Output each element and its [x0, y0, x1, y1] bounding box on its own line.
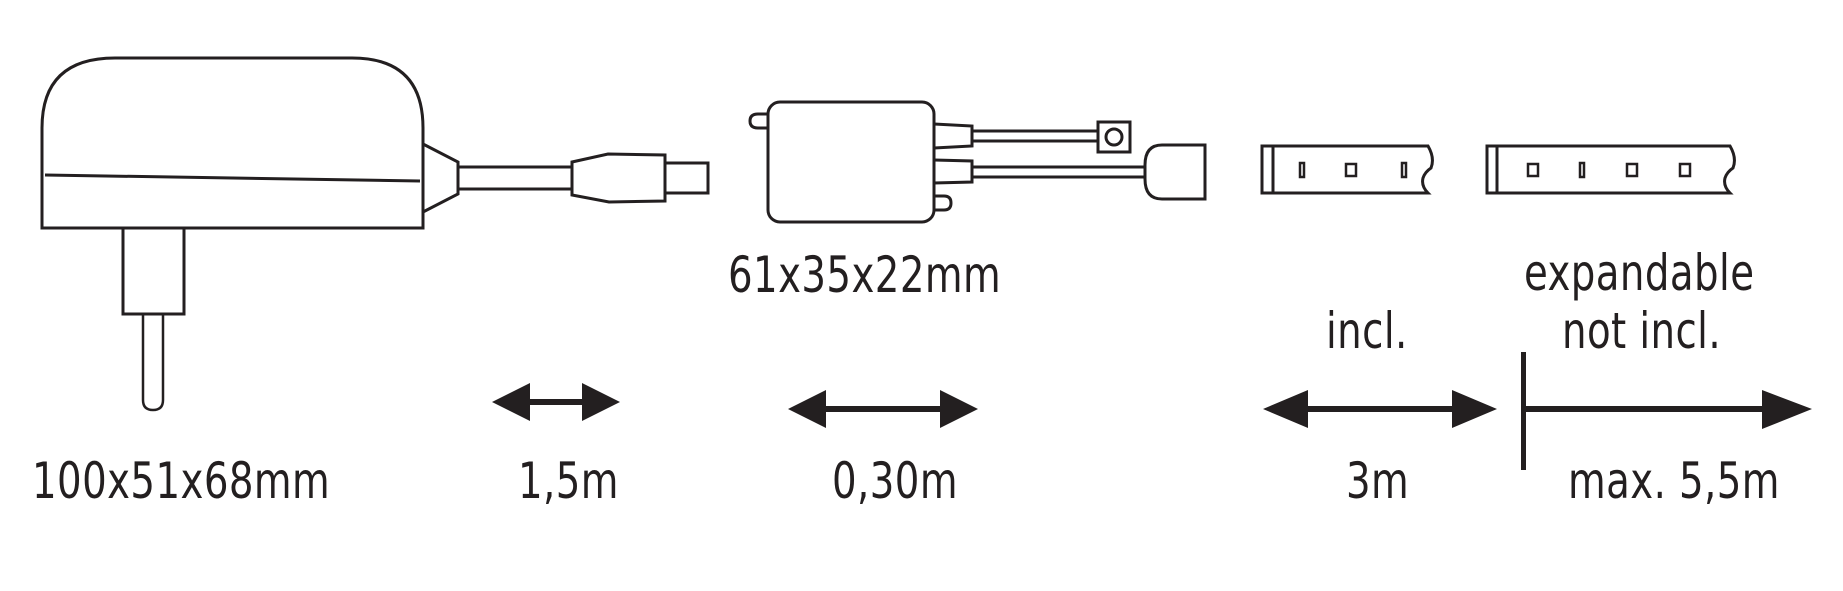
- controller-box-icon: [748, 100, 1207, 224]
- strip-extension-status-line2: not incl.: [1562, 302, 1722, 360]
- extension-limit-icon: [1521, 352, 1812, 470]
- double-arrow-icon-adapter-cable: [492, 383, 620, 421]
- strip-included-length-label: 3m: [1346, 452, 1410, 510]
- double-arrow-icon-controller-cable: [788, 390, 978, 428]
- double-arrow-icon-strip-included: [1263, 390, 1497, 428]
- power-adapter-icon: [40, 56, 460, 412]
- adapter-dimension-label: 100x51x68mm: [32, 452, 331, 510]
- led-strip-icon: [1260, 144, 1434, 195]
- controller-cable-length-label: 0,30m: [832, 452, 958, 510]
- controller-dimension-label: 61x35x22mm: [728, 246, 1002, 304]
- strip-extension-status-line1: expandable: [1524, 244, 1755, 302]
- led-strip-extension-icon: [1485, 144, 1736, 195]
- strip-extension-length-label: max. 5,5m: [1568, 452, 1780, 510]
- dc-cable-icon: [458, 152, 710, 204]
- adapter-cable-length-label: 1,5m: [518, 452, 619, 510]
- strip-included-status-label: incl.: [1326, 302, 1408, 360]
